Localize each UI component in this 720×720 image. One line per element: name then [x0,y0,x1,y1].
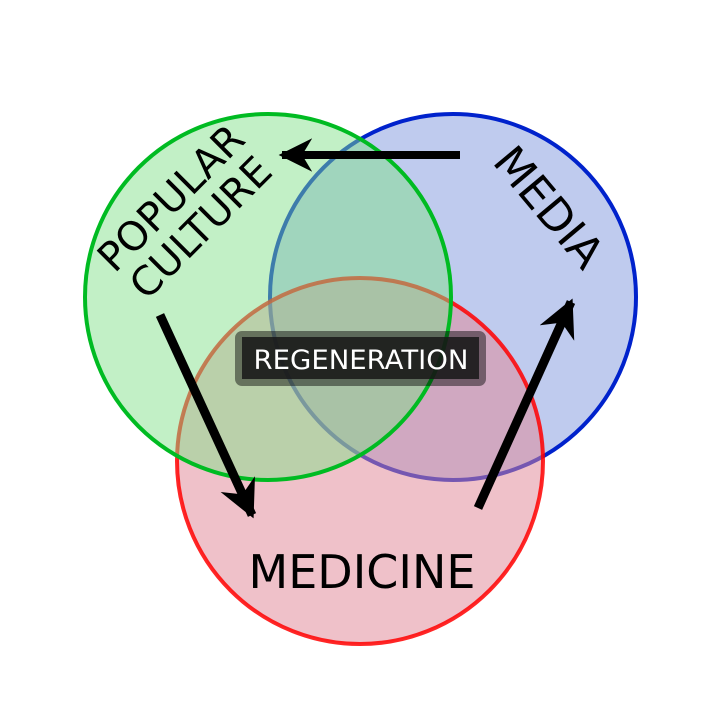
arrow-medicine-to-media [473,298,576,510]
arrow-popular-culture-to-medicine [155,313,257,519]
center-badge: REGENERATION [235,331,486,386]
center-label: REGENERATION [254,345,469,376]
medicine-label: MEDICINE [249,545,476,599]
popular-culture-circle [83,112,453,482]
